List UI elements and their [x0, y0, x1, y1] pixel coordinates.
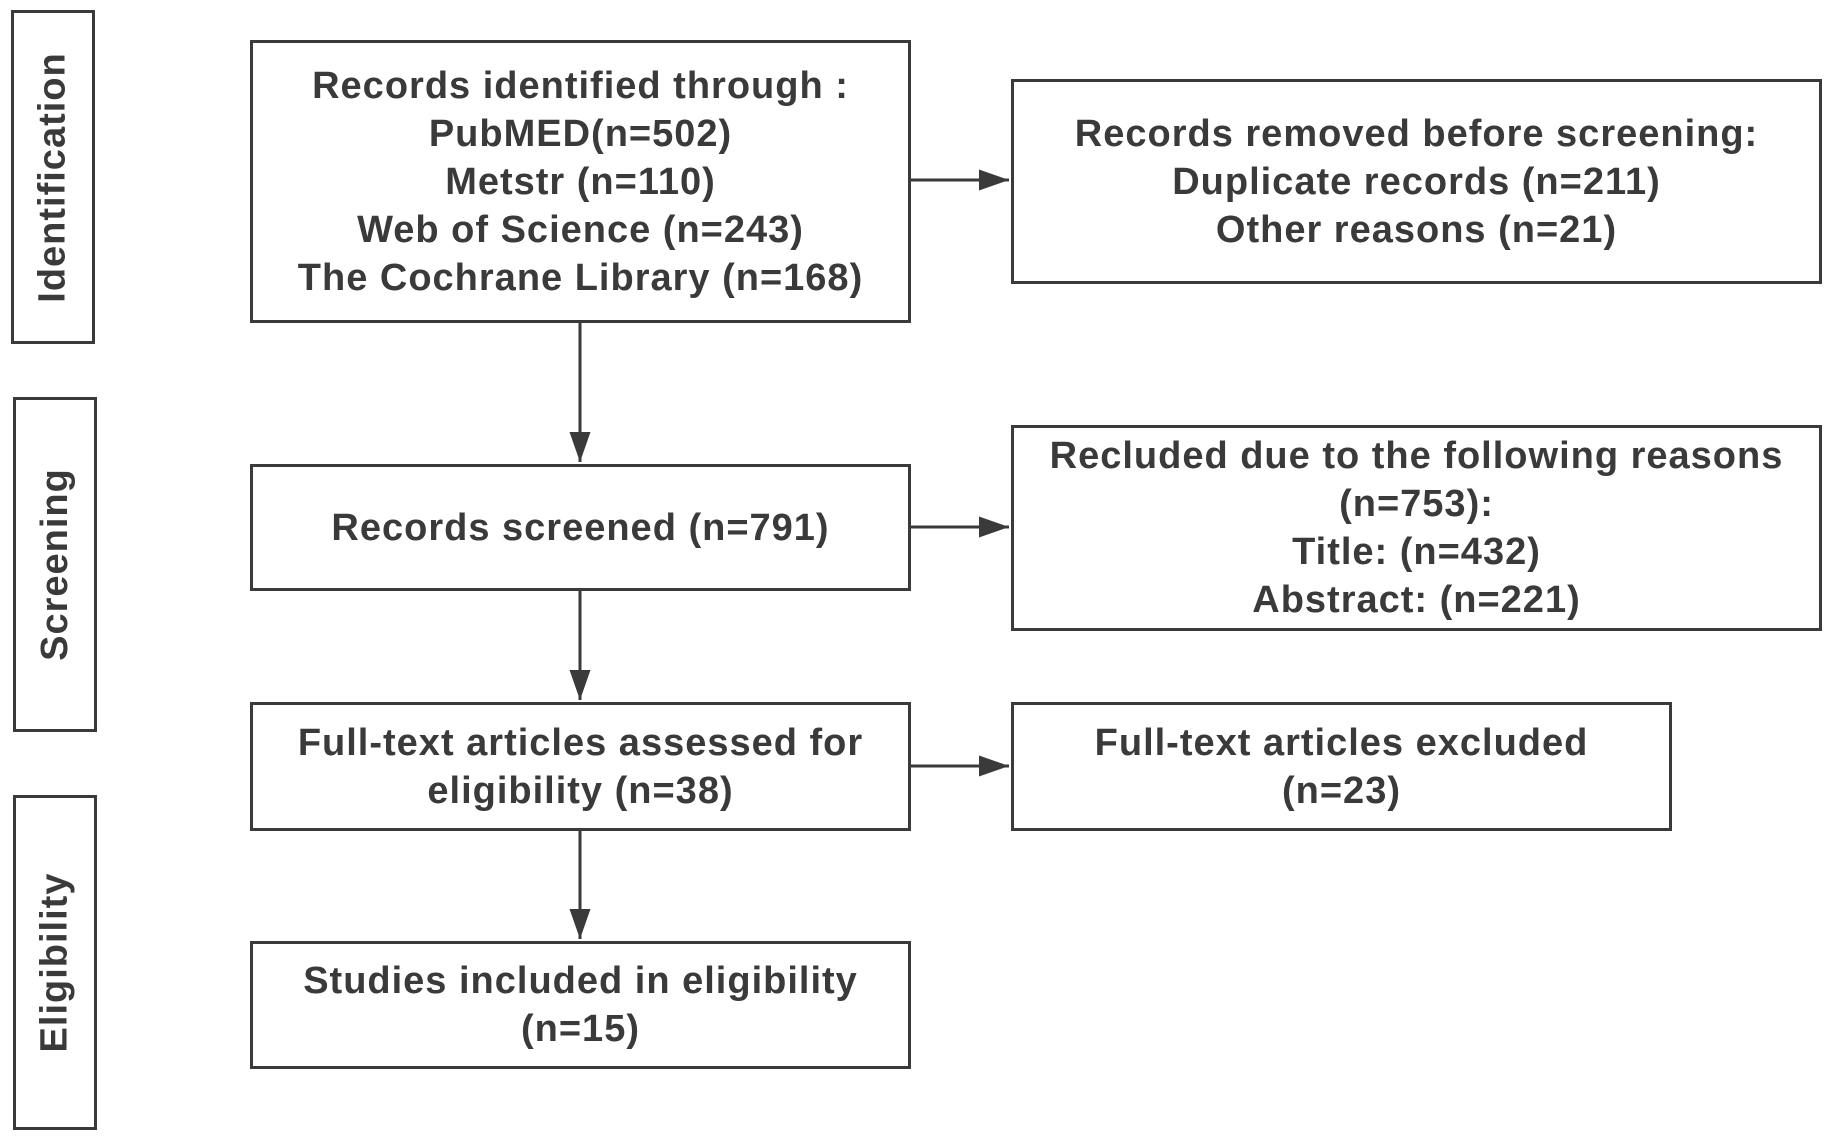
stage-label-screening: Screening [13, 397, 97, 732]
records-removed-line-2: Duplicate records (n=211) [1172, 160, 1661, 203]
fulltext-excluded-line-2: (n=23) [1282, 769, 1401, 812]
stage-label-eligibility: Eligibility [13, 795, 97, 1130]
fulltext-excluded-line-1: Full-text articles excluded [1094, 721, 1589, 764]
fulltext-assessed-line-2: eligibility (n=38) [427, 769, 734, 812]
studies-included-box: Studies included in eligibility (n=15) [250, 941, 911, 1069]
records-identified-line-5: The Cochrane Library (n=168) [297, 256, 864, 299]
recluded-line-3: Title: (n=432) [1292, 531, 1541, 573]
records-removed-line-1: Records removed before screening: [1074, 112, 1759, 155]
records-screened-box: Records screened (n=791) [250, 464, 911, 591]
recluded-line-1: Recluded due to the following reasons [1049, 435, 1784, 477]
records-removed-line-3: Other reasons (n=21) [1215, 208, 1618, 251]
studies-included-line-1: Studies included in eligibility [303, 960, 858, 1002]
fulltext-assessed-box: Full-text articles assessed for eligibil… [250, 702, 911, 831]
studies-included-line-2: (n=15) [521, 1008, 640, 1050]
recluded-box: Recluded due to the following reasons (n… [1011, 425, 1822, 631]
recluded-line-4: Abstract: (n=221) [1252, 579, 1581, 621]
recluded-line-2: (n=753): [1339, 483, 1494, 525]
records-identified-box: Records identified through : PubMED(n=50… [250, 40, 911, 323]
records-removed-box: Records removed before screening: Duplic… [1011, 79, 1822, 284]
records-identified-line-4: Web of Science (n=243) [357, 208, 804, 251]
records-identified-line-1: Records identified through : [312, 64, 849, 107]
fulltext-excluded-box: Full-text articles excluded (n=23) [1011, 702, 1672, 831]
records-screened-line-1: Records screened (n=791) [331, 506, 830, 549]
stage-label-identification: Identification [11, 10, 95, 344]
records-identified-line-2: PubMED(n=502) [428, 112, 733, 155]
records-identified-line-3: Metstr (n=110) [445, 160, 716, 203]
fulltext-assessed-line-1: Full-text articles assessed for [297, 721, 864, 764]
